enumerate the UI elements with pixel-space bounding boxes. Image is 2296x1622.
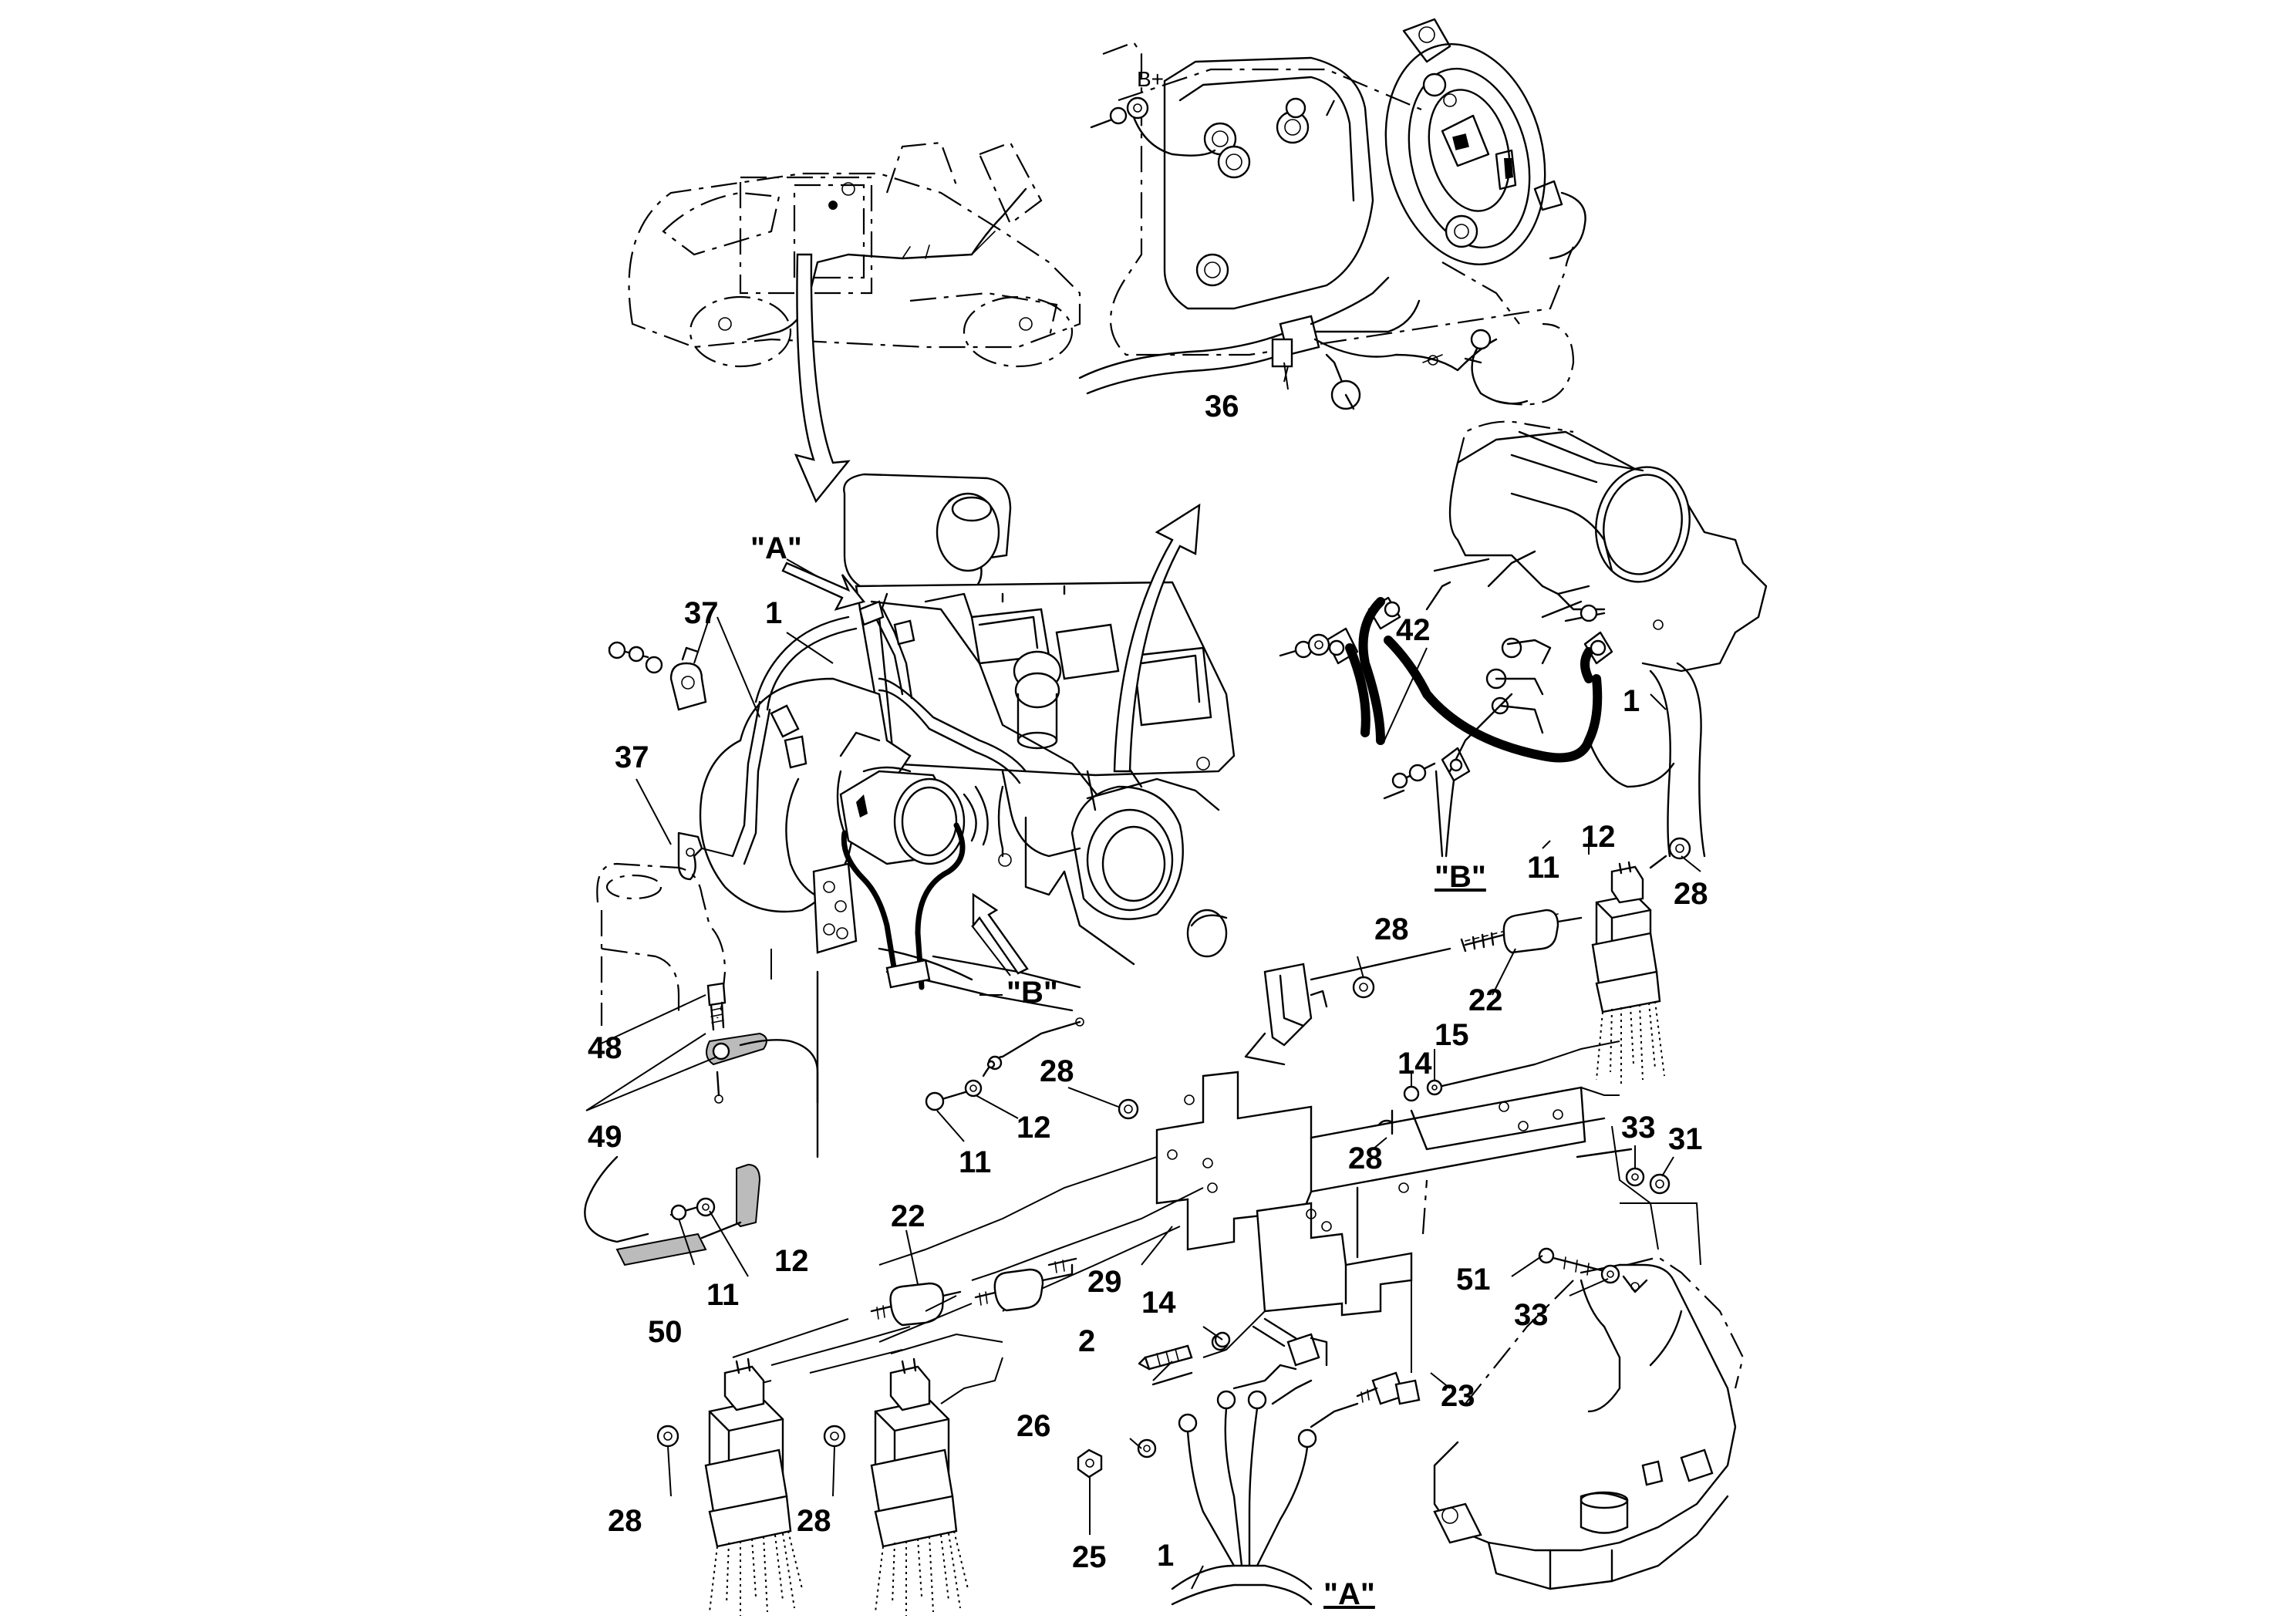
battery-cable-42	[1279, 550, 1706, 858]
callout-15: 15	[1435, 1018, 1469, 1052]
callout-33-lower: 33	[1514, 1298, 1549, 1332]
callout-42: 42	[1396, 613, 1431, 647]
callout-29: 29	[1087, 1265, 1122, 1299]
relay-middle	[823, 1357, 969, 1616]
callout-28-relay-middle: 28	[797, 1504, 831, 1538]
inline-connectors-22	[732, 1257, 1077, 1358]
callout-31: 31	[1668, 1122, 1703, 1156]
leader-lines	[585, 362, 1701, 1590]
callout-33-upper: 33	[1621, 1111, 1656, 1145]
callout-51: 51	[1456, 1263, 1491, 1297]
callout-14-lower: 14	[1141, 1286, 1176, 1320]
callout-26: 26	[1017, 1409, 1051, 1443]
callout-11-strap: 11	[706, 1278, 739, 1312]
label-b-plus: B+	[1137, 67, 1164, 91]
callout-28-relay-left: 28	[608, 1504, 642, 1538]
callout-ref-b-engine: "B"	[1006, 976, 1058, 1010]
callout-23: 23	[1441, 1379, 1475, 1413]
callout-ref-a-bottom: "A"	[1323, 1577, 1375, 1611]
callout-12-centre: 12	[1017, 1111, 1051, 1145]
callout-1-bottom: 1	[1157, 1539, 1174, 1573]
callout-37-top: 37	[684, 596, 719, 630]
transmission-housing	[1433, 1247, 1745, 1590]
relay-left	[656, 1357, 803, 1616]
callout-22-top: 22	[1468, 983, 1503, 1017]
callout-28-bracket: 28	[1348, 1141, 1383, 1175]
callout-28-connector: 28	[1374, 912, 1409, 946]
callout-36: 36	[1205, 389, 1239, 423]
callout-12-starter: 12	[1581, 820, 1616, 854]
callout-50: 50	[648, 1315, 683, 1349]
callout-1-top: 1	[765, 596, 782, 630]
reference-arrows	[781, 561, 1029, 975]
callout-28-left: 28	[1040, 1054, 1074, 1088]
left-clamps-and-tank	[584, 641, 819, 1266]
callout-11-starter: 11	[1527, 851, 1559, 885]
machine-overview-drawing	[628, 141, 1081, 368]
engine-harness-1	[731, 600, 1027, 990]
callout-ref-b-starter: "B"	[1435, 860, 1486, 894]
callout-25: 25	[1072, 1540, 1107, 1574]
callout-ref-a-top: "A"	[750, 531, 802, 565]
callout-49: 49	[588, 1120, 622, 1154]
callout-1-starter: 1	[1623, 684, 1640, 718]
mounting-bracket-29	[1155, 1071, 1606, 1317]
callout-22-lower: 22	[891, 1199, 925, 1233]
terminal-block-23	[1077, 1317, 1421, 1606]
callout-28-relay-right: 28	[1674, 877, 1708, 911]
callout-2: 2	[1078, 1324, 1095, 1358]
starter-detail	[1433, 420, 1768, 673]
callout-12-strap: 12	[774, 1244, 809, 1278]
callout-labels: B+ 36 "A" 1 37 37 48 49 "B" 28 28 12 11 …	[588, 67, 1708, 1611]
alternator-detail	[1078, 18, 1586, 410]
callout-14-top: 14	[1397, 1047, 1432, 1081]
relay-right	[1591, 837, 1691, 1084]
callout-11-centre: 11	[959, 1145, 991, 1179]
overview-to-engine-arrow	[794, 253, 851, 504]
callout-48: 48	[588, 1031, 622, 1065]
callout-37-lower: 37	[615, 740, 649, 774]
